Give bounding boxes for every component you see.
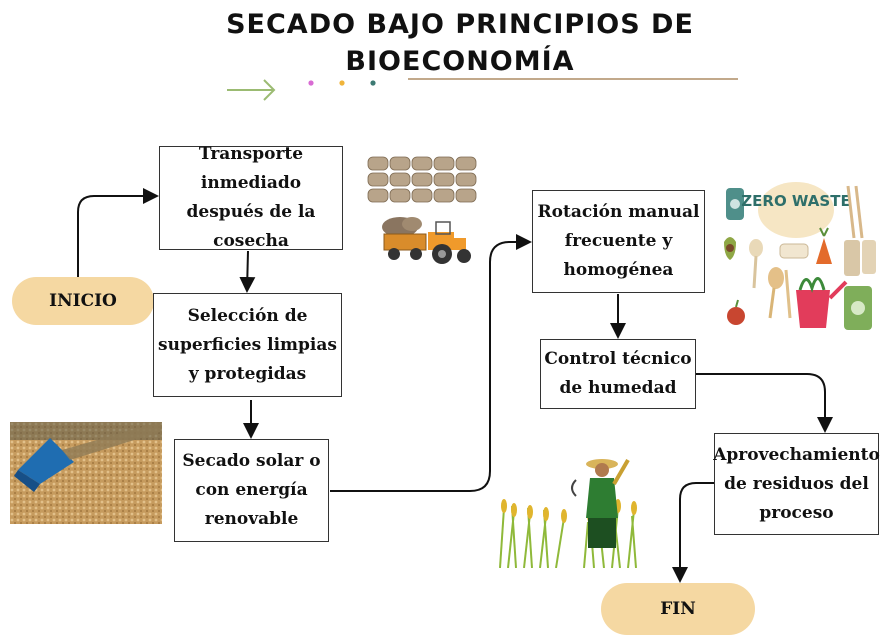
dot-teal-icon bbox=[370, 80, 376, 86]
step-transporte-label: Transporte inmediado después de la cosec… bbox=[186, 144, 316, 251]
grain-scoop-image bbox=[10, 422, 162, 524]
title-line-1: SECADO BAJO PRINCIPIOS DE bbox=[226, 9, 694, 40]
step-rotacion-label: Rotación manual frecuente y homogénea bbox=[537, 202, 700, 280]
arrow-inicio-transporte bbox=[77, 188, 159, 277]
fin-label: FIN bbox=[660, 599, 696, 619]
step-aprovechamiento-label: Aprovechamiento de residuos del proceso bbox=[713, 444, 880, 523]
title-underline bbox=[408, 78, 738, 80]
title-line-2: BIOECONOMÍA bbox=[345, 46, 575, 77]
step-control-label: Control técnico de humedad bbox=[544, 349, 692, 398]
arrow-control-aprovechamiento bbox=[696, 373, 833, 433]
dot-yellow-icon bbox=[339, 80, 345, 86]
step-control: Control técnico de humedad bbox=[540, 339, 696, 409]
step-secado-label: Secado solar o con energía renovable bbox=[182, 451, 321, 529]
step-rotacion: Rotación manual frecuente y homogénea bbox=[532, 190, 705, 293]
inicio-label: INICIO bbox=[49, 291, 117, 311]
arrow-transporte-seleccion bbox=[239, 250, 256, 293]
arrow-secado-rotacion bbox=[330, 234, 532, 492]
sack-stack-icon bbox=[367, 156, 477, 203]
right-arrow-icon bbox=[227, 79, 276, 101]
farmer-harvest-image bbox=[499, 458, 637, 568]
fin-terminal: FIN bbox=[601, 583, 755, 635]
page-title: SECADO BAJO PRINCIPIOS DE BIOECONOMÍA bbox=[180, 6, 740, 80]
step-seleccion-label: Selección de superficies limpias y prote… bbox=[158, 305, 337, 384]
arrow-aprovechamiento-fin bbox=[672, 482, 714, 583]
dot-pink-icon bbox=[308, 80, 314, 86]
step-seleccion: Selección de superficies limpias y prote… bbox=[153, 293, 342, 397]
tractor-icon bbox=[382, 217, 471, 264]
inicio-terminal: INICIO bbox=[12, 277, 154, 325]
step-aprovechamiento: Aprovechamiento de residuos del proceso bbox=[713, 433, 880, 535]
step-transporte: Transporte inmediado después de la cosec… bbox=[159, 144, 343, 251]
zero-waste-logo-text: ZERO WASTE bbox=[741, 192, 850, 210]
step-secado: Secado solar o con energía renovable bbox=[174, 439, 329, 542]
zero-waste-collage-icon: ZERO WASTE bbox=[724, 182, 876, 330]
